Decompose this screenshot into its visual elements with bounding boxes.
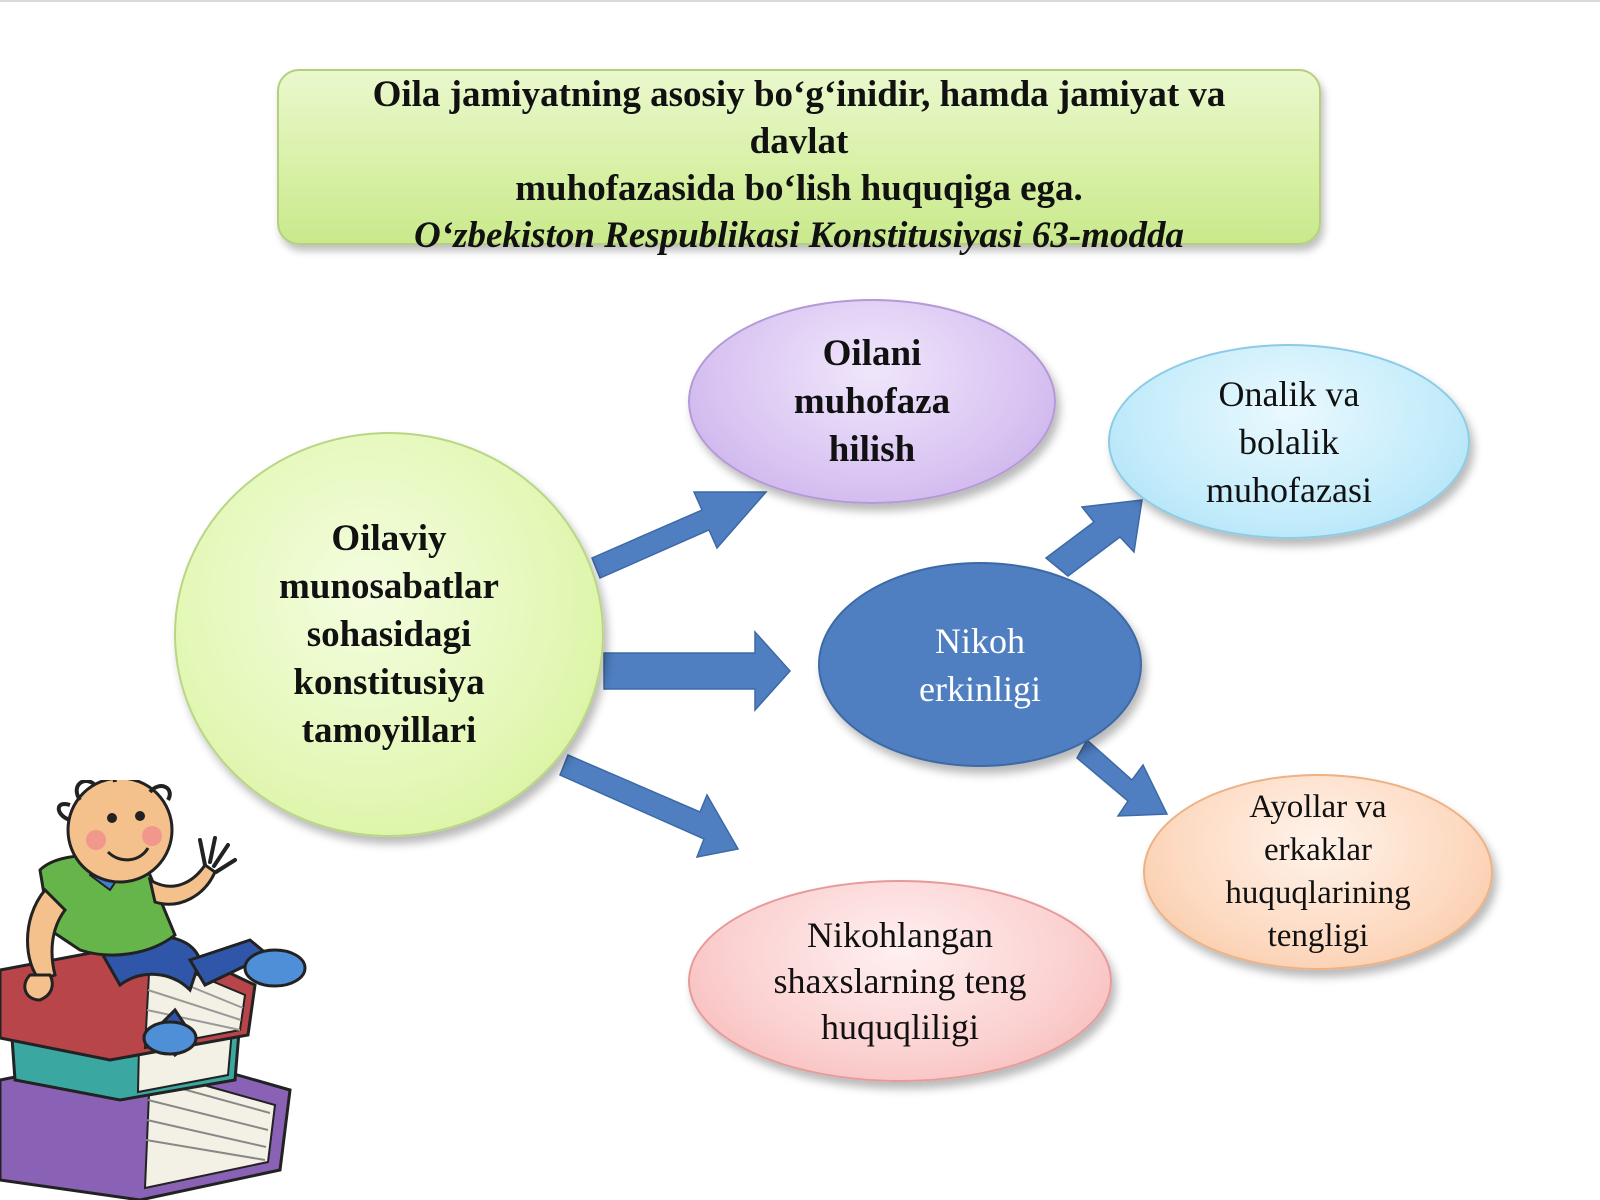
node-ayollar-label: Ayollar va erkaklar huquqlarining tengli… <box>1225 789 1411 954</box>
header-source-citation: O‘zbekiston Respublikasi Konstitusiyasi … <box>414 215 1184 256</box>
node-marriage-freedom: Nikoh erkinligi <box>818 562 1142 767</box>
arrow-center-to-top <box>591 491 768 579</box>
node-onalik-label: Onalik va bolalik muhofazasi <box>1206 373 1372 510</box>
node-family-relations-principles: Oilaviy munosabatlar sohasidagi konstitu… <box>174 432 604 837</box>
node-family-protection: Oilani muhofaza hilish <box>688 299 1056 504</box>
header-line-3: muhofazasida bo‘lish huquqiga ega. <box>515 168 1083 209</box>
header-quote-box: Oila jamiyatning asosiy bo‘g‘inidir, ham… <box>277 69 1321 256</box>
arrow-nikoh-to-onalik <box>1044 499 1143 577</box>
node-nikoh-label: Nikoh erkinligi <box>919 620 1041 709</box>
node-center-label: Oilaviy munosabatlar sohasidagi konstitu… <box>279 517 499 751</box>
arrow-center-to-nikoh <box>603 630 792 712</box>
arrow-nikoh-to-ayollar <box>1076 738 1169 817</box>
cartoon-boy-on-books-illustration <box>0 780 307 1200</box>
node-gender-equality: Ayollar va erkaklar huquqlarining tengli… <box>1143 774 1493 970</box>
header-line-1: Oila jamiyatning asosiy bo‘g‘inidir, ham… <box>372 74 1226 115</box>
node-motherhood-childhood: Onalik va bolalik muhofazasi <box>1108 344 1470 539</box>
arrow-center-to-nikohlangan <box>559 754 740 858</box>
node-top-label: Oilani muhofaza hilish <box>793 332 951 470</box>
header-line-2: davlat <box>749 121 849 162</box>
node-nikohlangan-label: Nikohlangan shaxslarning teng huquqlilig… <box>773 915 1027 1047</box>
top-divider-line <box>0 0 1600 2</box>
node-spouses-equality: Nikohlangan shaxslarning teng huquqlilig… <box>688 880 1112 1082</box>
